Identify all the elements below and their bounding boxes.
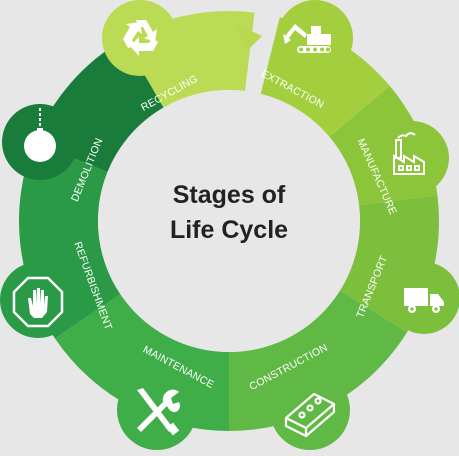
truck-icon: [404, 288, 444, 313]
excavator-icon: [283, 24, 331, 53]
center-circle: [98, 90, 360, 352]
cycle-arrow: [236, 24, 262, 52]
wrecking-ball-icon: [24, 108, 56, 162]
brick-icon: [284, 392, 336, 438]
wrench-screwdriver-icon: [137, 388, 180, 436]
recycle-icon: [123, 20, 158, 56]
center-title-line2: Life Cycle: [170, 216, 288, 244]
bubble-recycling: [102, 0, 178, 76]
factory-icon: [393, 132, 425, 175]
center-title-line1: Stages of: [173, 181, 286, 209]
stop-hand-icon: [12, 276, 64, 328]
bubble-manufacture: [375, 121, 449, 195]
